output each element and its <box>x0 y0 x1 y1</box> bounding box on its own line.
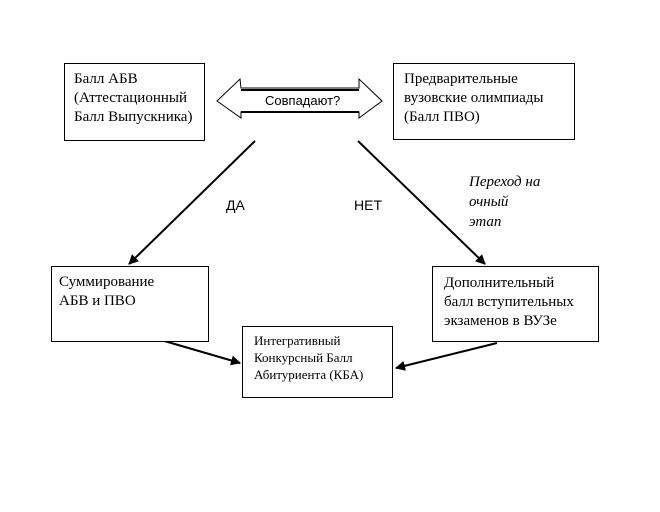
arrow-no <box>357 140 486 265</box>
box-dop-text: Дополнительный балл вступительных экзаме… <box>444 275 574 329</box>
label-yes: ДА <box>226 197 245 213</box>
box-pvo-score: Предварительные вузовские олимпиады (Бал… <box>393 63 575 140</box>
label-match-question: Совпадают? <box>265 93 341 108</box>
box-kba-score: Интегративный Конкурсный Балл Абитуриент… <box>242 326 393 398</box>
box-summation: Суммирование АБВ и ПВО <box>51 266 209 342</box>
label-no: НЕТ <box>354 197 382 213</box>
compare-double-arrow <box>216 77 383 119</box>
box-sum-text: Суммирование АБВ и ПВО <box>59 274 155 309</box>
arrow-yes <box>128 140 256 265</box>
box-abv-text: Балл АБВ (Аттестационный Балл Выпускника… <box>74 71 193 125</box>
label-transition-note: Переход на очный этап <box>469 174 541 230</box>
box-kba-text: Интегративный Конкурсный Балл Абитуриент… <box>254 333 364 382</box>
box-pvo-text: Предварительные вузовские олимпиады (Бал… <box>404 71 544 125</box>
box-additional-exam-score: Дополнительный балл вступительных экзаме… <box>432 266 599 342</box>
arrow-dop-to-kba <box>395 342 498 371</box>
box-abv-score: Балл АБВ (Аттестационный Балл Выпускника… <box>64 63 205 141</box>
